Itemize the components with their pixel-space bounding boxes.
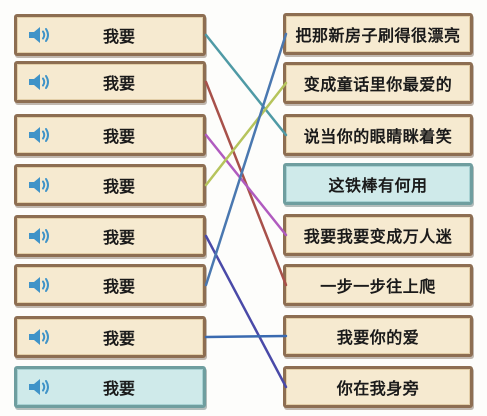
right-card-1[interactable]: 把那新房子刷得很漂亮 — [283, 13, 473, 55]
right-card-label: 这铁棒有何用 — [328, 176, 428, 195]
right-card-label: 一步一步往上爬 — [320, 277, 436, 296]
left-card-6[interactable]: 我要 — [14, 264, 206, 306]
connection-line-1 — [204, 33, 288, 137]
connection-line-3 — [204, 133, 288, 237]
speaker-icon[interactable] — [27, 274, 53, 296]
left-card-label: 我要 — [102, 127, 135, 146]
right-card-5[interactable]: 我要我要变成万人迷 — [283, 214, 473, 256]
speaker-icon[interactable] — [27, 71, 53, 93]
right-card-label: 变成童话里你最爱的 — [303, 75, 453, 94]
right-card-6[interactable]: 一步一步往上爬 — [283, 264, 473, 306]
speaker-icon[interactable] — [27, 24, 53, 46]
speaker-icon[interactable] — [27, 174, 53, 196]
left-card-1[interactable]: 我要 — [14, 14, 206, 56]
left-card-label: 我要 — [102, 74, 135, 93]
left-card-label: 我要 — [102, 177, 135, 196]
right-card-7[interactable]: 我要你的爱 — [283, 315, 473, 357]
connection-line-4 — [204, 81, 288, 187]
left-card-3[interactable]: 我要 — [14, 114, 206, 156]
left-card-2[interactable]: 我要 — [14, 61, 206, 103]
left-card-4[interactable]: 我要 — [14, 164, 206, 206]
left-card-7[interactable]: 我要 — [14, 316, 206, 358]
connection-line-5 — [204, 234, 288, 389]
left-card-label: 我要 — [102, 228, 135, 247]
right-card-label: 说当你的眼睛眯着笑 — [303, 127, 453, 146]
connection-line-7 — [204, 334, 288, 339]
connection-line-6 — [204, 32, 288, 287]
connection-line-2 — [204, 80, 288, 287]
right-card-8[interactable]: 你在我身旁 — [283, 366, 473, 408]
left-card-8[interactable]: 我要 — [14, 366, 206, 408]
right-card-label: 我要你的爱 — [336, 328, 420, 347]
left-card-label: 我要 — [102, 27, 135, 46]
right-card-4[interactable]: 这铁棒有何用 — [283, 163, 473, 205]
left-card-label: 我要 — [102, 379, 135, 398]
speaker-icon[interactable] — [27, 326, 53, 348]
right-card-label: 我要我要变成万人迷 — [303, 227, 453, 246]
left-card-5[interactable]: 我要 — [14, 215, 206, 257]
left-card-label: 我要 — [102, 277, 135, 296]
speaker-icon[interactable] — [27, 124, 53, 146]
right-card-2[interactable]: 变成童话里你最爱的 — [283, 62, 473, 104]
speaker-icon[interactable] — [27, 376, 53, 398]
right-card-3[interactable]: 说当你的眼睛眯着笑 — [283, 114, 473, 156]
right-card-label: 把那新房子刷得很漂亮 — [295, 26, 461, 45]
speaker-icon[interactable] — [27, 225, 53, 247]
left-card-label: 我要 — [102, 329, 135, 348]
right-card-label: 你在我身旁 — [336, 379, 420, 398]
